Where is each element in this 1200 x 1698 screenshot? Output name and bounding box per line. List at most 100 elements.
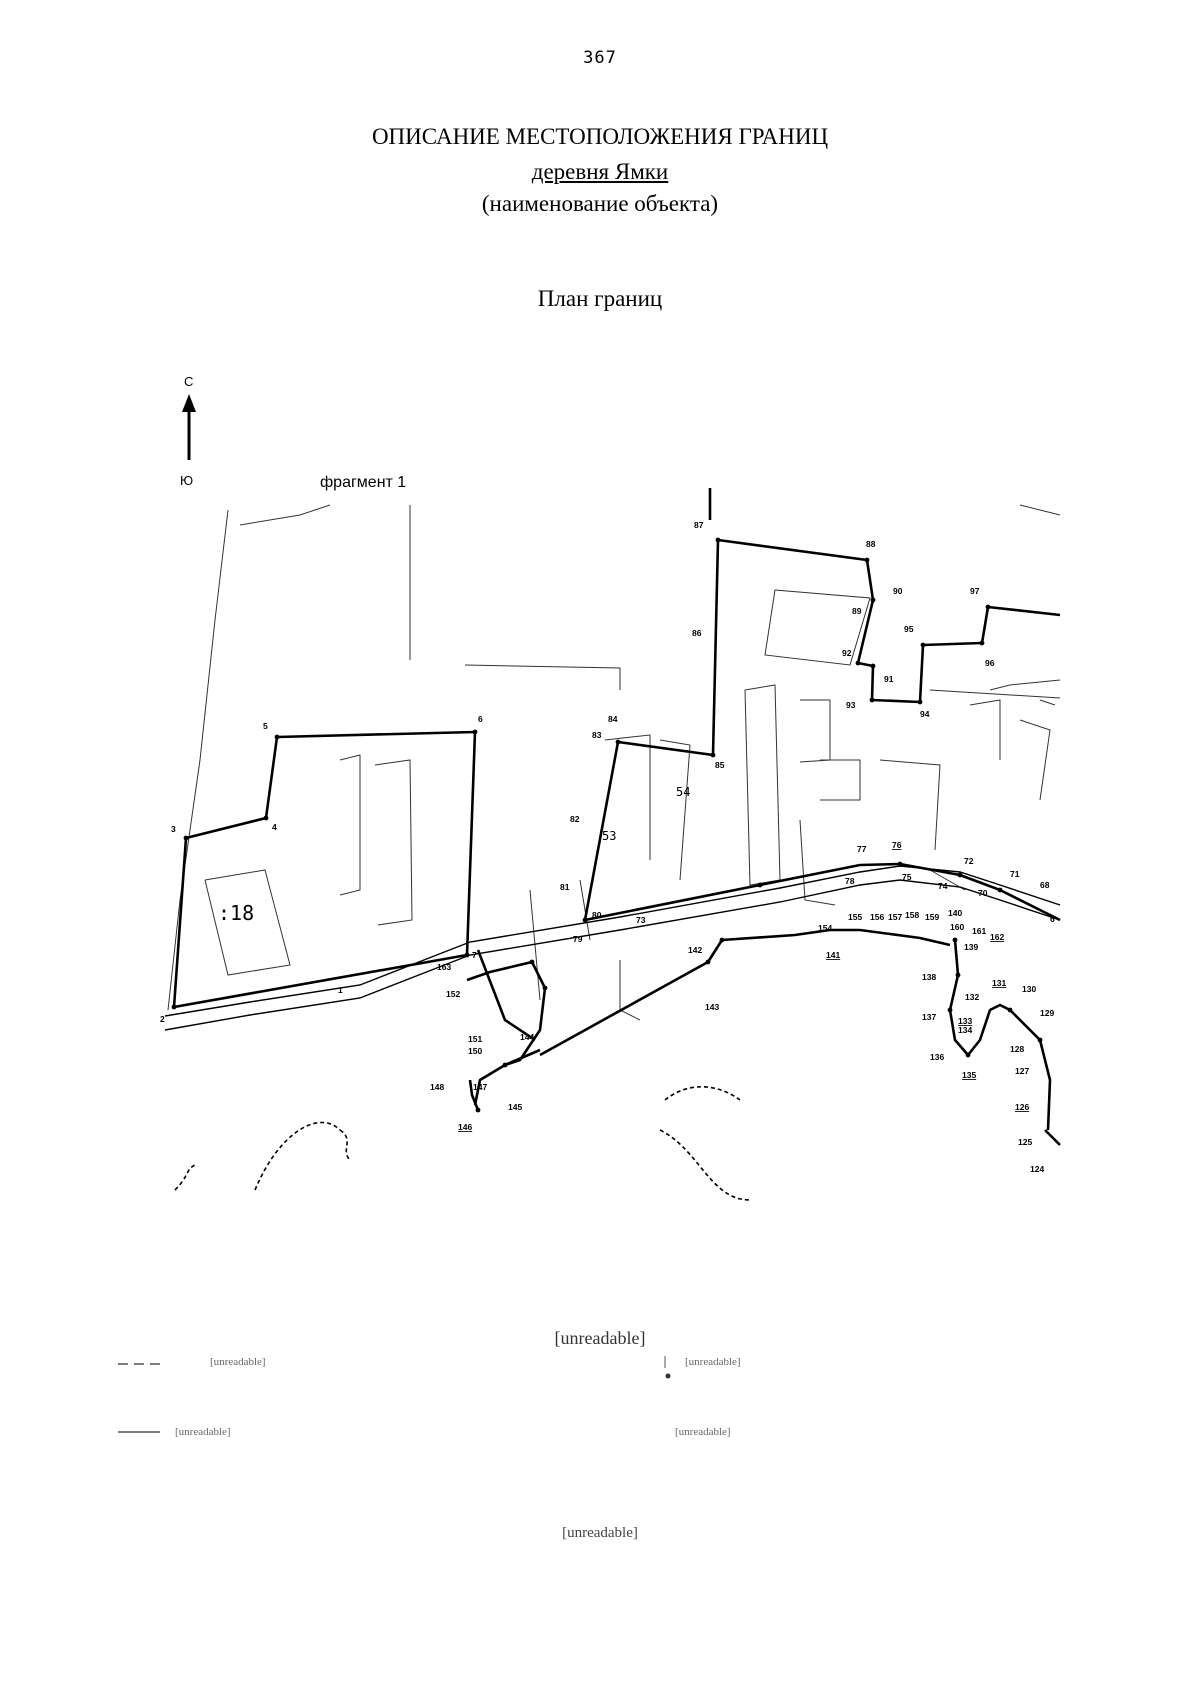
point-label: 147 [473,1082,487,1092]
point-label: 79 [573,934,583,944]
point-label: 161 [972,926,986,936]
legend-title: [unreadable] [554,1328,646,1348]
point-label: 130 [1022,984,1036,994]
point-label: 141 [826,950,840,960]
parcel-label-secondary: 53 [602,829,616,843]
point-label: 76 [892,840,902,850]
object-name-text: деревня Ямки [531,159,669,184]
point-label: 92 [842,648,852,658]
north-label: С [184,374,193,389]
point-label: 135 [962,1070,976,1080]
point-label: 74 [938,881,948,891]
map-scale: [unreadable] [562,1525,638,1541]
point-label: 91 [884,674,894,684]
point-label: 138 [922,972,936,982]
point-label: 158 [905,910,919,920]
terrain-lines [174,1086,751,1201]
point-label: 148 [430,1082,444,1092]
point-label: 97 [970,586,980,596]
document-title: ОПИСАНИЕ МЕСТОПОЛОЖЕНИЯ ГРАНИЦ [371,124,829,149]
legend-symbols [118,1356,671,1433]
legend-item-outline: [unreadable] [675,1426,731,1438]
legend-item-point: [unreadable] [685,1356,741,1368]
point-label: 7 [472,950,477,960]
legend-item-dashed: [unreadable] [210,1356,266,1368]
point-label: 94 [920,709,930,719]
legend-dot-icon [665,1373,671,1379]
point-label: 126 [1015,1102,1029,1112]
point-label: 159 [925,912,939,922]
point-label: 140 [948,908,962,918]
point-label: 155 [848,912,862,922]
point-label: 82 [570,814,580,824]
point-label: 73 [636,915,646,925]
parcel-label: :18 [218,901,254,925]
point-label: 96 [985,658,995,668]
boundary-lines [172,488,1061,1146]
point-label: 132 [965,992,979,1002]
page-number: 367 [583,48,617,68]
point-label: 150 [468,1046,482,1056]
point-label: 146 [458,1122,472,1132]
point-label: 88 [866,539,876,549]
point-label: 151 [468,1034,482,1044]
point-label: 6 [1050,914,1055,924]
point-label: 89 [852,606,862,616]
point-label: 124 [1030,1164,1044,1174]
point-label: 85 [715,760,725,770]
point-label: 143 [705,1002,719,1012]
point-label: 142 [688,945,702,955]
point-label: 3 [171,824,176,834]
point-label: 133 [958,1016,972,1026]
point-label: 80 [592,910,602,920]
point-label: 5 [263,721,268,731]
point-label: 70 [978,888,988,898]
point-label: 78 [845,876,855,886]
vertex-markers [171,537,1043,1113]
point-label: 129 [1040,1008,1054,1018]
point-label: 162 [990,932,1004,942]
point-label: 6 [478,714,483,724]
point-label: 87 [694,520,704,530]
neighbour-lines [167,504,1061,1021]
point-label: 68 [1040,880,1050,890]
point-label: 145 [508,1102,522,1112]
point-label: 157 [888,912,902,922]
point-label: 139 [964,942,978,952]
plan-title: План границ [537,286,663,311]
road-lines [164,865,1061,1031]
point-label: 160 [950,922,964,932]
point-label: 136 [930,1052,944,1062]
point-label: 137 [922,1012,936,1022]
north-arrow-icon: С Ю [180,374,196,488]
legend-item-solid: [unreadable] [175,1426,231,1438]
point-label: 83 [592,730,602,740]
point-label: 131 [992,978,1006,988]
point-label: 71 [1010,869,1020,879]
point-label: 2 [160,1014,165,1024]
point-label: 125 [1018,1137,1032,1147]
point-label: 144 [520,1032,534,1042]
point-label: 154 [818,923,832,933]
point-label: 90 [893,586,903,596]
point-label: 72 [964,856,974,866]
point-label: 77 [857,844,867,854]
south-label: Ю [180,473,193,488]
point-label: 4 [272,822,277,832]
object-caption: (наименование объекта) [481,191,719,216]
point-label: 81 [560,882,570,892]
point-label: 93 [846,700,856,710]
point-label: 86 [692,628,702,638]
object-name: деревня Ямки [0,159,1200,185]
fragment-label: фрагмент 1 [320,474,407,491]
point-label: 152 [446,989,460,999]
point-label: 84 [608,714,618,724]
point-labels: 1 2 3 4 5 6 7 163 152 151 150 148 147 14… [160,520,1055,1174]
parcel-label-tertiary: 54 [676,785,690,799]
point-label: 156 [870,912,884,922]
point-label: 95 [904,624,914,634]
point-label: 163 [437,962,451,972]
point-label: 128 [1010,1044,1024,1054]
point-label: 127 [1015,1066,1029,1076]
